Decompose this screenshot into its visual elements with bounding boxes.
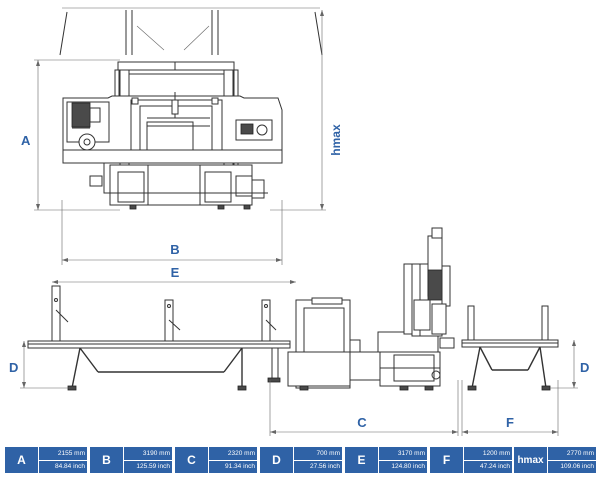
value-mm: 2770 mm — [548, 447, 596, 460]
value-inch: 84.84 inch — [39, 460, 87, 473]
dimension-cell-e: E 3170 mm 124.80 inch — [345, 447, 427, 473]
dimension-f: F — [461, 380, 559, 436]
dimension-cell-d: D 700 mm 27.56 inch — [260, 447, 342, 473]
value-inch: 91.34 inch — [209, 460, 257, 473]
dimension-key: C — [175, 447, 208, 473]
dimensions-table: A 2155 mm 84.84 inch B 3190 mm 125.59 in… — [0, 447, 600, 473]
dimension-e: E — [52, 265, 296, 284]
dimension-key: D — [260, 447, 293, 473]
dimension-label-d-right: D — [580, 360, 589, 375]
value-inch: 109.06 inch — [548, 460, 596, 473]
dimension-label-hmax: hmax — [329, 124, 343, 156]
dimension-cell-hmax: hmax 2770 mm 109.06 inch — [514, 447, 596, 473]
dimension-d-right: D — [550, 340, 589, 389]
value-mm: 2155 mm — [39, 447, 87, 460]
infeed-roller-conveyor — [27, 285, 291, 391]
dimension-hmax: hmax — [270, 10, 343, 211]
dimension-key: B — [90, 447, 123, 473]
dimension-c: C — [269, 380, 459, 436]
value-mm: 3170 mm — [379, 447, 427, 460]
value-inch: 124.80 inch — [379, 460, 427, 473]
value-mm: 2320 mm — [209, 447, 257, 460]
dimension-cell-b: B 3190 mm 125.59 inch — [90, 447, 172, 473]
saw-machine-side — [287, 227, 455, 391]
dimension-label-b: B — [170, 242, 179, 257]
dimension-key: F — [430, 447, 463, 473]
dimension-label-d-left: D — [9, 360, 18, 375]
value-mm: 3190 mm — [124, 447, 172, 460]
dimension-label-a: A — [21, 133, 31, 148]
band-saw-technical-drawing: A hmax B E — [9, 7, 589, 436]
dimension-label-f: F — [506, 415, 514, 430]
dimension-a: A — [21, 59, 120, 211]
dimension-key: A — [5, 447, 38, 473]
value-mm: 700 mm — [294, 447, 342, 460]
dimension-d-left: D — [9, 341, 70, 389]
dimension-cell-c: C 2320 mm 91.34 inch — [175, 447, 257, 473]
value-inch: 27.56 inch — [294, 460, 342, 473]
dimension-key: E — [345, 447, 378, 473]
value-inch: 125.59 inch — [124, 460, 172, 473]
value-inch: 47.24 inch — [464, 460, 512, 473]
value-mm: 1200 mm — [464, 447, 512, 460]
dimension-cell-a: A 2155 mm 84.84 inch — [5, 447, 87, 473]
dimension-cell-f: F 1200 mm 47.24 inch — [430, 447, 512, 473]
dimension-label-c: C — [357, 415, 367, 430]
dimension-b: B — [61, 200, 283, 265]
outfeed-roller-table — [461, 305, 559, 391]
front-view — [59, 7, 323, 210]
dimension-key: hmax — [514, 447, 547, 473]
dimension-label-e: E — [171, 265, 180, 280]
